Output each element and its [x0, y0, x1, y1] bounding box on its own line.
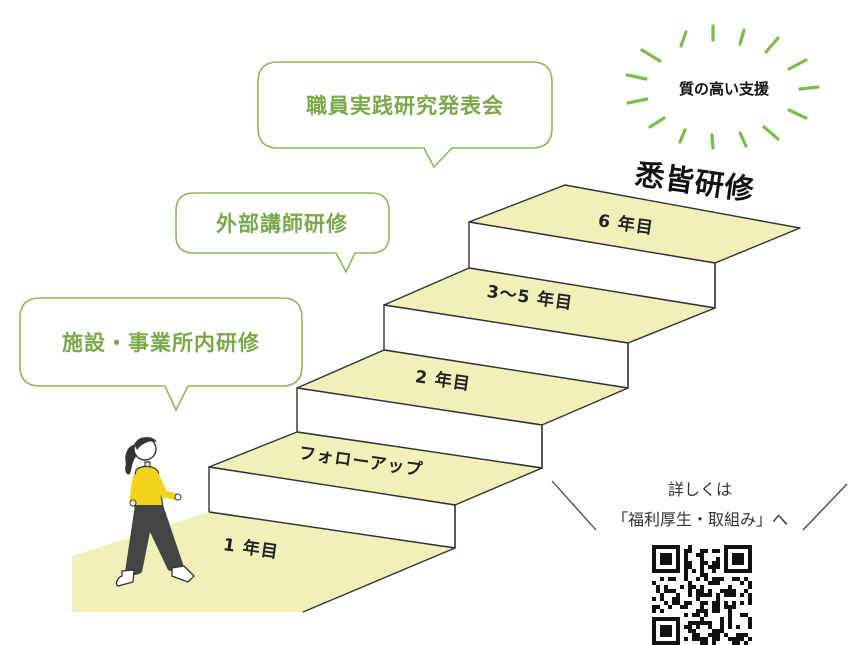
- bubble-practice-research-label: 職員実践研究発表会: [306, 94, 504, 118]
- note-line-1: 詳しくは: [668, 480, 732, 499]
- note-line-2: 「福利厚生・取組み」へ: [612, 510, 788, 529]
- burst-label: 質の高い支援: [679, 80, 770, 98]
- walking-woman-illustration: [115, 437, 195, 587]
- burst-rays: [625, 24, 820, 150]
- bubble-internal-training: 施設・事業所内研修: [19, 297, 303, 412]
- note-slash-left: [551, 480, 597, 531]
- staircase-title: 悉皆研修: [633, 157, 757, 207]
- qr-code[interactable]: [650, 543, 754, 645]
- staircase: [72, 184, 801, 613]
- bubble-practice-research: 職員実践研究発表会: [257, 61, 553, 169]
- note-slash-right: [802, 483, 848, 531]
- bubble-external-lecturer-label: 外部講師研修: [216, 212, 348, 236]
- bubble-internal-training-label: 施設・事業所内研修: [62, 331, 260, 355]
- bubble-external-lecturer: 外部講師研修: [175, 192, 390, 274]
